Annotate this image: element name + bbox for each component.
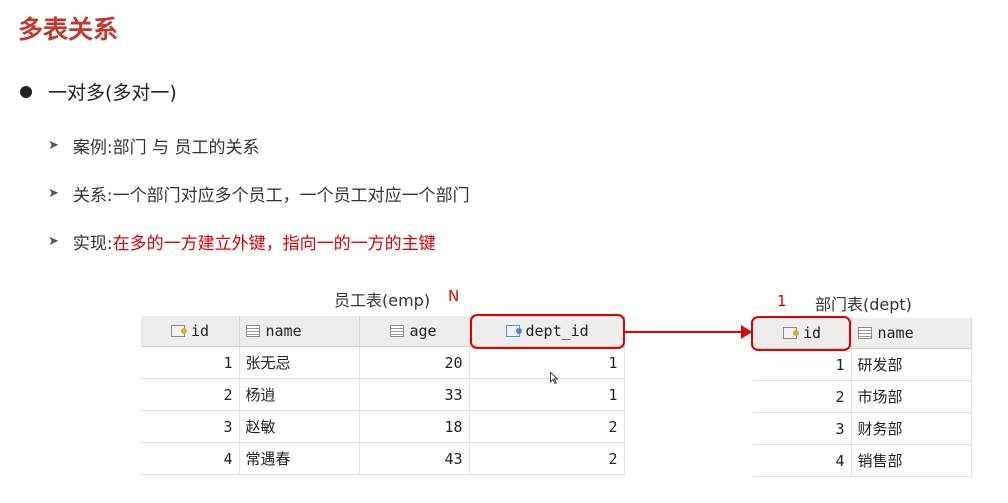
column-header-name[interactable]: name xyxy=(851,318,972,349)
dept-table-caption: 部门表(dept) xyxy=(815,295,912,314)
cell-age[interactable]: 20 xyxy=(359,346,470,379)
sub-text: 一个部门对应多个员工，一个员工对应一个部门 xyxy=(112,186,470,206)
dept-id-highlight-box xyxy=(470,314,625,349)
dept-pk-highlight-box xyxy=(751,316,851,351)
cell-id[interactable]: 4 xyxy=(753,444,852,477)
table-row[interactable]: 3 赵敏 18 2 xyxy=(141,410,625,443)
cell-name[interactable]: 财务部 xyxy=(851,412,972,445)
emp-table-caption: 员工表(emp) xyxy=(334,291,431,310)
cell-name[interactable]: 销售部 xyxy=(851,444,972,477)
foreign-key-connector-line xyxy=(624,331,751,333)
cell-age[interactable]: 33 xyxy=(359,378,470,411)
cell-dept-id[interactable]: 2 xyxy=(469,442,625,475)
cell-name[interactable]: 杨逍 xyxy=(239,378,360,411)
cell-dept-id[interactable]: 1 xyxy=(469,378,625,411)
emp-header-row: id name age dept_id xyxy=(141,316,625,347)
column-header-age[interactable]: age xyxy=(359,316,470,347)
column-header-id[interactable]: id xyxy=(753,318,852,349)
sub-bullet-case: ➤ 案例: 部门 与 员工的关系 xyxy=(48,133,259,158)
arrow-bullet-icon: ➤ xyxy=(48,138,59,153)
dept-cardinality: 1 xyxy=(777,292,787,310)
foreign-key-icon xyxy=(505,325,522,337)
cell-dept-id[interactable]: 2 xyxy=(469,410,625,443)
main-bullet: 一对多(多对一) xyxy=(20,78,177,105)
cell-name[interactable]: 研发部 xyxy=(851,348,972,381)
table-row[interactable]: 2 市场部 xyxy=(753,380,972,413)
table-row[interactable]: 1 张无忌 20 1 xyxy=(141,346,625,379)
table-row[interactable]: 4 销售部 xyxy=(753,444,972,477)
column-header-dept-id[interactable]: dept_id xyxy=(469,316,625,347)
column-header-id[interactable]: id xyxy=(141,316,240,347)
bullet-dot-icon xyxy=(20,85,32,98)
sub-text-highlight: 在多的一方建立外键，指向一的一方的主键 xyxy=(112,234,436,254)
column-icon xyxy=(857,327,872,339)
cell-id[interactable]: 3 xyxy=(753,412,852,445)
arrow-right-icon xyxy=(741,325,752,339)
cell-id[interactable]: 1 xyxy=(141,346,240,379)
column-icon xyxy=(245,325,260,337)
primary-key-icon xyxy=(171,325,187,337)
mouse-cursor-icon xyxy=(550,372,558,384)
cell-name[interactable]: 市场部 xyxy=(851,380,972,413)
primary-key-icon xyxy=(783,327,799,339)
cell-name[interactable]: 张无忌 xyxy=(239,346,360,379)
cell-age[interactable]: 18 xyxy=(359,410,470,443)
cell-id[interactable]: 4 xyxy=(141,442,240,475)
main-bullet-text: 一对多(多对一) xyxy=(48,82,177,104)
cell-id[interactable]: 2 xyxy=(141,378,240,411)
dept-header-row: id name xyxy=(753,318,972,349)
arrow-bullet-icon: ➤ xyxy=(48,186,59,201)
column-header-name[interactable]: name xyxy=(239,316,360,347)
arrow-bullet-icon: ➤ xyxy=(48,234,59,249)
page-title: 多表关系 xyxy=(18,15,119,44)
sub-label: 实现: xyxy=(72,234,113,254)
table-row[interactable]: 2 杨逍 33 1 xyxy=(141,378,625,411)
table-row[interactable]: 4 常遇春 43 2 xyxy=(141,442,625,475)
dept-table: id name 1 研发部 2 市场部 3 财务部 4 销售部 xyxy=(753,318,972,477)
sub-bullet-relation: ➤ 关系: 一个部门对应多个员工，一个员工对应一个部门 xyxy=(48,181,470,206)
table-row[interactable]: 3 财务部 xyxy=(753,412,972,445)
column-icon xyxy=(389,325,404,337)
sub-label: 关系: xyxy=(72,186,113,206)
table-row[interactable]: 1 研发部 xyxy=(753,348,972,381)
sub-bullet-implementation: ➤ 实现: 在多的一方建立外键，指向一的一方的主键 xyxy=(48,229,436,254)
emp-table: id name age dept_id 1 张无忌 20 1 2 杨逍 33 1… xyxy=(141,316,625,475)
emp-cardinality: N xyxy=(448,287,460,305)
cell-name[interactable]: 赵敏 xyxy=(239,410,360,443)
cell-id[interactable]: 2 xyxy=(753,380,852,413)
cell-age[interactable]: 43 xyxy=(359,442,470,475)
cell-id[interactable]: 1 xyxy=(753,348,852,381)
cell-id[interactable]: 3 xyxy=(141,410,240,443)
sub-text: 部门 与 员工的关系 xyxy=(112,138,260,158)
cell-dept-id[interactable]: 1 xyxy=(469,346,625,379)
sub-label: 案例: xyxy=(72,138,113,158)
cell-name[interactable]: 常遇春 xyxy=(239,442,360,475)
